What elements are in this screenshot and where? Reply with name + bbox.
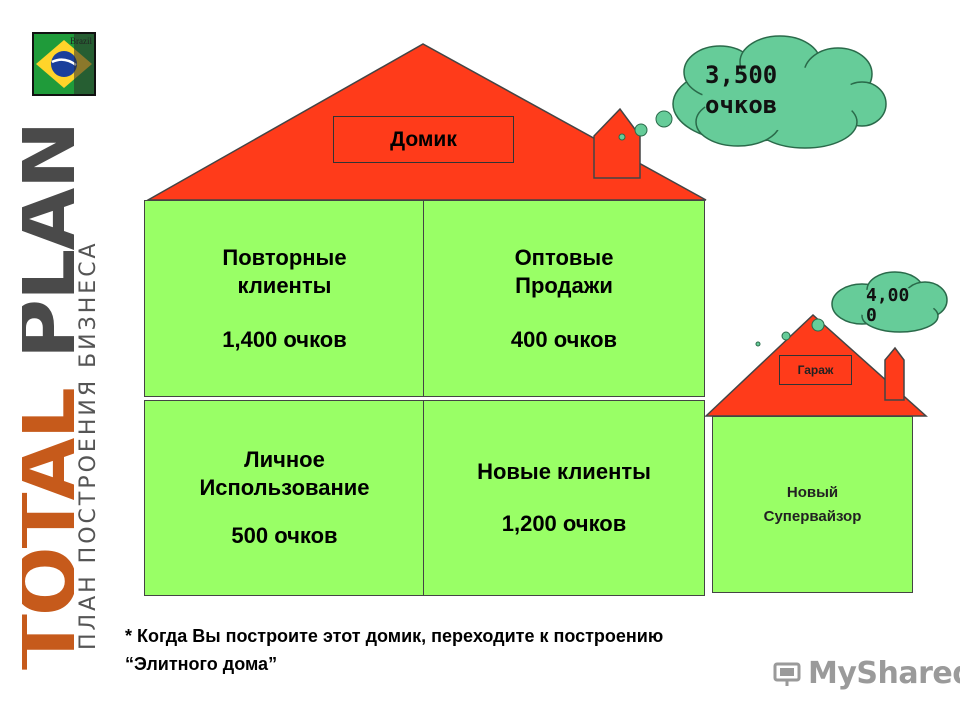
brand-word-plan: PLAN	[22, 122, 74, 360]
garage-chimney	[884, 346, 905, 401]
main-roof-label: Домик	[333, 116, 514, 163]
brand-tagline: ПЛАН ПОСТРОЕНИЯ БИЗНЕСА	[76, 240, 101, 650]
garage-bubble-large	[811, 318, 825, 332]
main-bubble-small	[618, 133, 626, 141]
room-title: Повторные клиенты	[222, 244, 347, 298]
garage-bubble-small	[755, 341, 761, 347]
footnote-line-1: * Когда Вы построите этот домик, переход…	[125, 626, 664, 646]
myshared-watermark: MyShared	[772, 652, 960, 694]
brand-wordmark: TOTAL PLAN	[22, 110, 74, 670]
garage-cloud-fill	[848, 287, 936, 319]
room-points: 400 очков	[510, 326, 618, 352]
garage-roof-label: Гараж	[779, 355, 852, 385]
brazil-flag-logo: Brazil	[32, 32, 96, 96]
main-cloud-fill	[702, 66, 858, 130]
room-points: 500 очков	[231, 523, 338, 548]
room-personal-use: Личное Использование 500 очков	[144, 400, 425, 596]
presentation-icon	[773, 662, 801, 686]
brand-word-total: TOTAL	[22, 389, 74, 670]
room-wholesale: Оптовые Продажи 400 очков	[423, 200, 705, 397]
garage-bubble-medium	[781, 331, 791, 341]
footnote: * Когда Вы построите этот домик, переход…	[125, 622, 865, 678]
main-bubble-large	[655, 110, 673, 128]
room-title: Новые клиенты	[477, 459, 651, 484]
garage-cloud-text: 4,00 0	[866, 285, 910, 326]
room-points: 1,400 очков	[222, 326, 347, 352]
room-title: Оптовые Продажи	[514, 244, 614, 298]
main-bubble-medium	[634, 123, 648, 137]
garage-body: Новый Супервайзор	[712, 416, 913, 593]
footnote-line-2: “Элитного дома”	[125, 654, 278, 674]
room-new-clients: Новые клиенты 1,200 очков	[423, 400, 705, 596]
flag-caption: Brazil	[70, 36, 92, 46]
main-cloud-text: 3,500 очков	[705, 61, 778, 119]
watermark-text: MyShared	[808, 655, 960, 691]
room-title: Личное Использование	[199, 447, 370, 500]
room-points: 1,200 очков	[501, 511, 627, 536]
side-brand: TOTAL PLAN ПЛАН ПОСТРОЕНИЯ БИЗНЕСА	[22, 110, 112, 670]
room-repeat-clients: Повторные клиенты 1,400 очков	[144, 200, 425, 397]
main-chimney	[593, 107, 641, 179]
